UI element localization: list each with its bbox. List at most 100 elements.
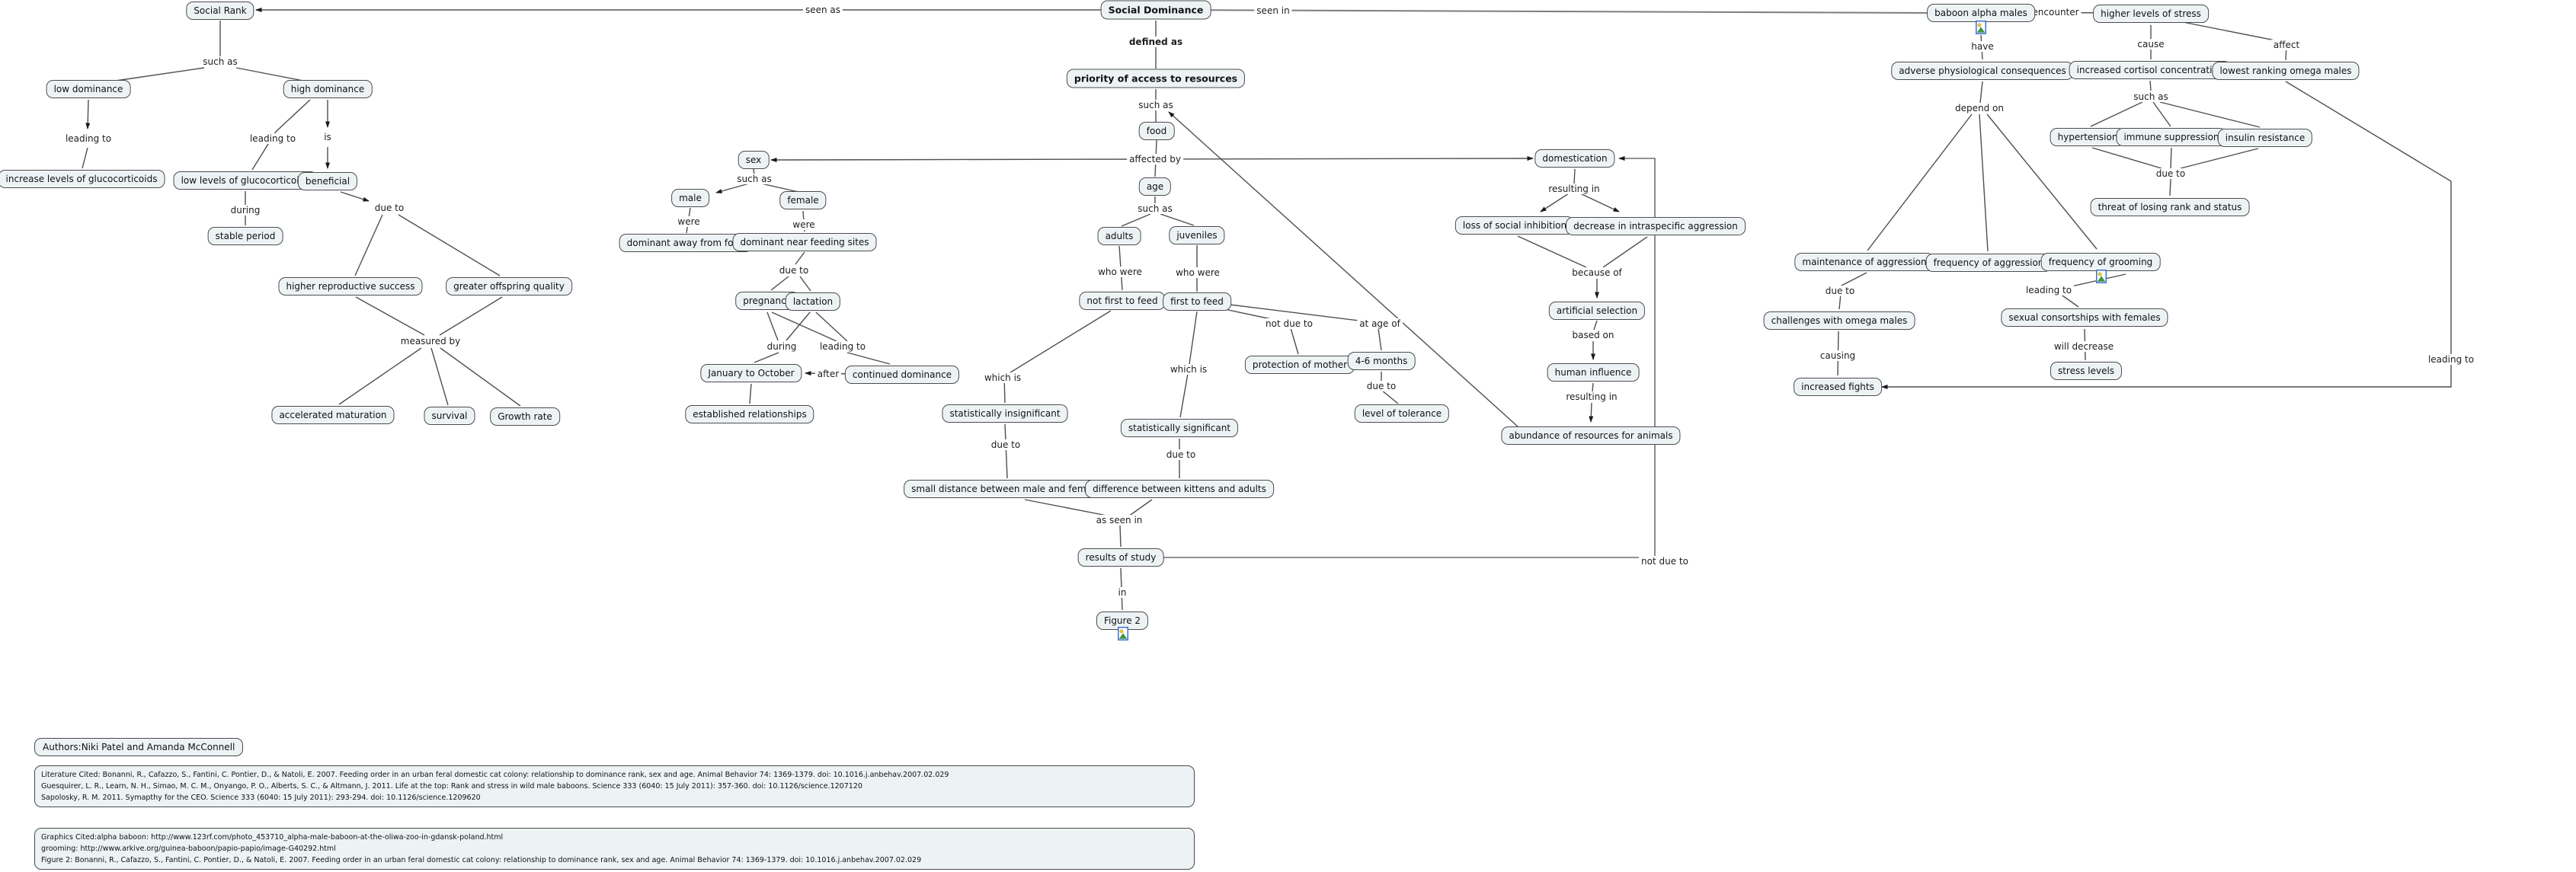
node-social-rank[interactable]: Social Rank [186,2,254,20]
node-first-to-feed[interactable]: first to feed [1163,292,1231,311]
node-increase-glucocorticoids[interactable]: increase levels of glucocorticoids [0,170,165,188]
linking-phrase-were-1[interactable]: were [675,216,702,227]
linking-phrase-affect[interactable]: affect [2270,40,2302,50]
linking-phrase-were-2[interactable]: were [790,219,818,230]
node-age[interactable]: age [1138,177,1172,196]
node-male[interactable]: male [671,189,709,207]
node-statistically-insignificant[interactable]: statistically insignificant [942,404,1068,423]
node-baboon-alpha-males[interactable]: baboon alpha males [1927,4,2035,22]
graphics-cited-box[interactable]: Graphics Cited:alpha baboon: http://www.… [34,828,1195,870]
linking-phrase-at-age-of[interactable]: at age of [1357,318,1403,329]
node-hypertension[interactable]: hypertension [2050,128,2126,146]
node-adults[interactable]: adults [1097,227,1141,245]
authors-box[interactable]: Authors:Niki Patel and Amanda McConnell [34,738,244,756]
linking-phrase-leading-to-3[interactable]: leading to [817,341,869,352]
linking-phrase-seen-as[interactable]: seen as [802,5,843,15]
node-lactation[interactable]: lactation [785,292,841,311]
linking-phrase-not-due-to-2[interactable]: not due to [1639,556,1691,567]
node-lowest-ranking-omega-males[interactable]: lowest ranking omega males [2212,62,2360,80]
linking-phrase-have[interactable]: have [1969,41,1996,52]
node-threat-of-losing-rank[interactable]: threat of losing rank and status [2090,198,2250,216]
node-established-relationships[interactable]: established relationships [685,405,814,423]
linking-phrase-in[interactable]: in [1115,587,1129,598]
node-small-distance[interactable]: small distance between male and females [904,480,1112,498]
node-beneficial[interactable]: beneficial [297,172,358,190]
node-human-influence[interactable]: human influence [1547,363,1640,382]
linking-phrase-as-seen-in[interactable]: as seen in [1093,515,1145,525]
linking-phrase-resulting-in-1[interactable]: resulting in [1546,184,1602,194]
linking-phrase-not-due-to-1[interactable]: not due to [1263,318,1315,329]
node-greater-offspring-quality[interactable]: greater offspring quality [446,277,572,295]
linking-phrase-which-is-2[interactable]: which is [1167,364,1210,375]
linking-phrase-who-were-1[interactable]: who were [1096,267,1144,277]
linking-phrase-because-of[interactable]: because of [1570,267,1624,278]
node-high-dominance[interactable]: high dominance [283,80,373,98]
node-social-dominance[interactable]: Social Dominance [1100,0,1211,20]
node-stress-levels[interactable]: stress levels [2050,362,2123,380]
grooming-photo-icon[interactable] [2096,270,2107,283]
baboon-photo-icon[interactable] [1976,21,1986,34]
literature-cited-box[interactable]: Literature Cited: Bonanni, R., Cafazzo, … [34,765,1195,807]
node-protection-of-mother[interactable]: protection of mother [1244,356,1355,374]
linking-phrase-based-on[interactable]: based on [1570,330,1617,340]
node-sex[interactable]: sex [738,151,770,169]
linking-phrase-such-as-4[interactable]: such as [2131,91,2171,102]
node-statistically-significant[interactable]: statistically significant [1120,419,1239,437]
node-accelerated-maturation[interactable]: accelerated maturation [271,406,395,424]
node-challenges-with-omega-males[interactable]: challenges with omega males [1763,311,1915,330]
linking-phrase-will-decrease[interactable]: will decrease [2051,341,2117,352]
linking-phrase-who-were-2[interactable]: who were [1173,267,1222,278]
linking-phrase-such-as-1[interactable]: such as [200,56,240,67]
linking-phrase-such-as-age[interactable]: such as [1135,203,1175,214]
node-january-to-october[interactable]: January to October [700,364,802,382]
node-adverse-physiological-consequences[interactable]: adverse physiological consequences [1891,62,2074,80]
node-sexual-consortships[interactable]: sexual consortships with females [2001,308,2168,327]
node-immune-suppression[interactable]: immune suppression [2116,128,2227,146]
linking-phrase-defined-as[interactable]: defined as [1126,37,1186,47]
node-difference-kittens-adults[interactable]: difference between kittens and adults [1085,480,1274,498]
linking-phrase-causing[interactable]: causing [1817,350,1858,361]
linking-phrase-is[interactable]: is [322,132,334,142]
linking-phrase-during-2[interactable]: during [764,341,799,352]
linking-phrase-leading-to-5[interactable]: leading to [2425,354,2477,365]
node-increased-fights[interactable]: increased fights [1794,378,1882,396]
node-survival[interactable]: survival [424,407,475,425]
node-female[interactable]: female [779,191,827,209]
linking-phrase-due-to-5[interactable]: due to [1364,381,1399,391]
node-increased-cortisol-concentration[interactable]: increased cortisol concentration [2069,61,2232,79]
node-dominant-near-feeding-sites[interactable]: dominant near feeding sites [732,233,877,251]
linking-phrase-such-as-2[interactable]: such as [734,174,774,184]
figure2-photo-icon[interactable] [1118,627,1128,640]
node-abundance-of-resources[interactable]: abundance of resources for animals [1501,426,1681,445]
node-higher-reproductive-success[interactable]: higher reproductive success [278,277,423,295]
node-continued-dominance[interactable]: continued dominance [844,366,960,384]
linking-phrase-due-to-1[interactable]: due to [372,203,407,213]
node-level-of-tolerance[interactable]: level of tolerance [1354,404,1450,423]
node-artificial-selection[interactable]: artificial selection [1548,302,1646,320]
node-not-first-to-feed[interactable]: not first to feed [1079,292,1166,310]
linking-phrase-after[interactable]: after [814,369,842,379]
linking-phrase-affected-by[interactable]: affected by [1127,154,1183,164]
linking-phrase-due-to-2[interactable]: due to [776,265,811,276]
node-four-six-months[interactable]: 4-6 months [1347,352,1416,370]
node-loss-of-social-inhibition[interactable]: loss of social inhibition [1454,216,1575,235]
linking-phrase-depend-on[interactable]: depend on [1953,103,2006,113]
node-growth-rate[interactable]: Growth rate [490,407,560,426]
node-frequency-of-grooming[interactable]: frequency of grooming [2040,253,2161,271]
linking-phrase-due-to-4[interactable]: due to [1163,449,1198,460]
node-juveniles[interactable]: juveniles [1169,226,1225,244]
node-results-of-study[interactable]: results of study [1077,548,1164,567]
linking-phrase-which-is-1[interactable]: which is [981,372,1024,383]
node-low-glucocorticoids[interactable]: low levels of glucocorticoids [173,171,318,190]
linking-phrase-due-to-6[interactable]: due to [2153,168,2188,179]
node-low-dominance[interactable]: low dominance [46,80,131,98]
linking-phrase-due-to-3[interactable]: due to [988,439,1023,450]
node-maintenance-of-aggression[interactable]: maintenance of aggression [1794,253,1934,271]
node-food[interactable]: food [1138,122,1175,140]
node-higher-levels-of-stress[interactable]: higher levels of stress [2093,5,2209,23]
node-decrease-intraspecific-aggression[interactable]: decrease in intraspecific aggression [1566,217,1746,235]
node-domestication[interactable]: domestication [1534,149,1615,168]
node-dominant-away-from-food[interactable]: dominant away from food [619,234,753,252]
node-frequency-of-aggression[interactable]: frequency of aggression [1925,254,2052,272]
linking-phrase-such-as-food[interactable]: such as [1136,100,1176,110]
